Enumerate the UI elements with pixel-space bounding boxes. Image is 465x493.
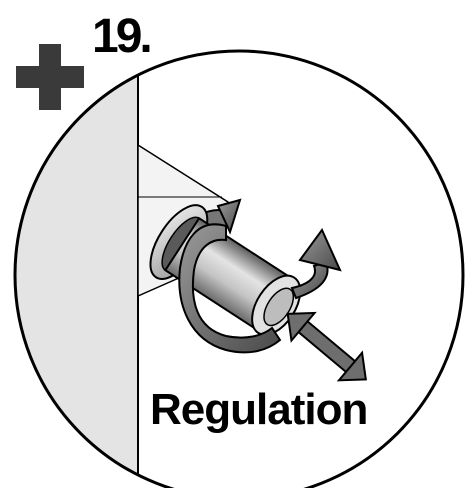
plus-icon [16, 44, 84, 110]
regulation-label: Regulation [150, 385, 367, 434]
step-number: 19. [92, 10, 150, 63]
double-arrow-icon [286, 311, 367, 382]
rotation-arrow-icon [178, 198, 342, 354]
